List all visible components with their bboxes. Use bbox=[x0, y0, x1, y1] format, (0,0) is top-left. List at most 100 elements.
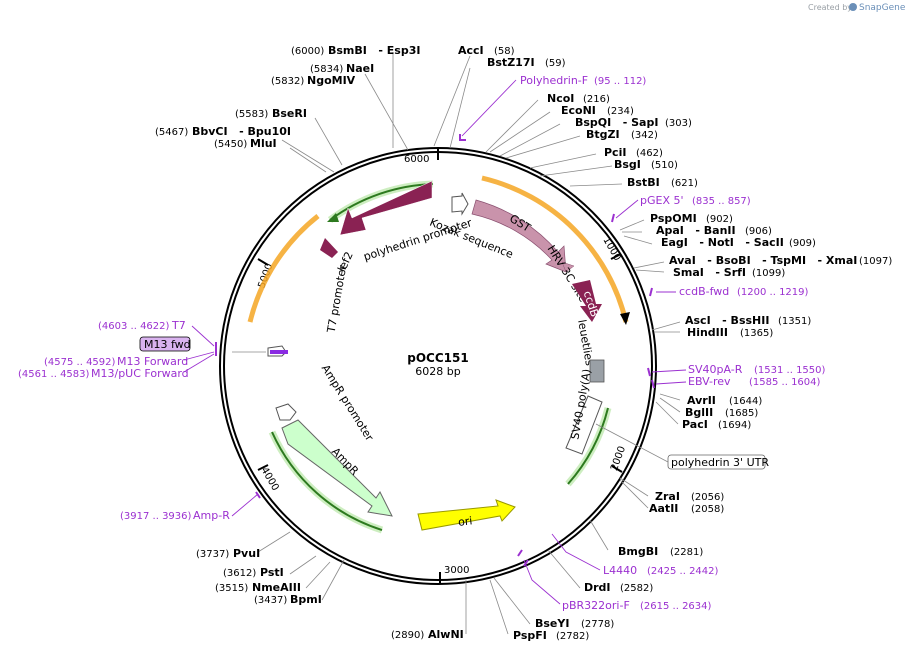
enzyme-name: NmeAIII bbox=[252, 581, 301, 594]
orange-band-arrow-head bbox=[620, 312, 630, 325]
enzyme-name: BsgI bbox=[614, 158, 641, 171]
enzyme-name: NaeI bbox=[346, 62, 374, 75]
enzyme-pos: (1685) bbox=[725, 408, 758, 419]
enzyme-name: BglII bbox=[685, 406, 713, 419]
enzyme-name: BseYI bbox=[535, 617, 569, 630]
tick-marks bbox=[257, 148, 623, 584]
tick-1000: 1000 bbox=[600, 235, 622, 263]
primer-marks bbox=[215, 134, 655, 567]
enzyme-pos: (5450) bbox=[214, 139, 247, 150]
enzyme-pos: (462) bbox=[636, 148, 663, 159]
ori-label: ori bbox=[457, 514, 473, 528]
enzyme-name: HindIII bbox=[687, 326, 728, 339]
hrv3c-marker bbox=[561, 261, 575, 273]
orf603-arrow bbox=[339, 180, 433, 236]
enzyme-name: BpmI bbox=[290, 593, 322, 606]
enzyme-pos: (59) bbox=[545, 58, 566, 69]
enzyme-name: BstBI bbox=[627, 176, 660, 189]
enzyme-name: AvrII bbox=[687, 394, 716, 407]
green-line-ampr bbox=[271, 431, 383, 531]
enzyme-name: BbvCI - Bpu10I bbox=[192, 125, 291, 138]
tick-6000: 6000 bbox=[404, 154, 429, 165]
primer-range: (4561 .. 4583) bbox=[18, 369, 90, 380]
enzyme-pos: (3737) bbox=[196, 549, 229, 560]
enzyme-pos: (2782) bbox=[556, 631, 589, 642]
enzyme-pos: (234) bbox=[607, 106, 634, 117]
enzyme-pos: (5467) bbox=[155, 127, 188, 138]
enzyme-pos: (3515) bbox=[215, 583, 248, 594]
enzyme-name: AccI bbox=[458, 44, 484, 57]
ampr-arrow bbox=[281, 419, 393, 517]
enzyme-name: PspOMI bbox=[650, 212, 697, 225]
sv40-block bbox=[589, 359, 605, 383]
ampr-promoter-arrow bbox=[275, 403, 297, 421]
primer-range: (1200 .. 1219) bbox=[737, 287, 809, 298]
primer-labels: Polyhedrin-F (95 .. 112) pGEX 5' (835 ..… bbox=[18, 74, 826, 612]
primer-name: ccdB-fwd bbox=[679, 285, 729, 298]
enzyme-pos: (5583) bbox=[235, 109, 268, 120]
enzyme-name: SmaI - SrfI bbox=[673, 266, 746, 279]
tick-3000: 3000 bbox=[444, 565, 469, 576]
enzyme-name: AscI - BssHII bbox=[685, 314, 769, 327]
enzyme-labels-left: (6000) BsmBI - Esp3I (5834) NaeI (5832) … bbox=[155, 44, 464, 641]
primer-name: pGEX 5' bbox=[640, 194, 684, 207]
polyhedrin-utr-label: polyhedrin 3' UTR bbox=[671, 456, 769, 469]
enzyme-pos: (5832) bbox=[271, 76, 304, 87]
enzyme-pos: (510) bbox=[651, 160, 678, 171]
m13-fwd-box bbox=[139, 336, 191, 352]
enzyme-name: NcoI bbox=[547, 92, 574, 105]
m13-fwd-feature bbox=[270, 350, 288, 354]
enzyme-pos: (5834) bbox=[310, 64, 343, 75]
enzyme-pos: (1097) bbox=[859, 256, 892, 267]
snapgene-logo-icon bbox=[849, 3, 857, 11]
ccdb-arrow bbox=[572, 280, 602, 322]
green-arrow-orf603 bbox=[327, 213, 339, 222]
primer-name: SV40pA-R bbox=[688, 363, 743, 376]
gst-arrow bbox=[471, 199, 567, 273]
polyhedrin-utr-connector bbox=[595, 423, 669, 463]
enzyme-pos: (2582) bbox=[620, 583, 653, 594]
enzyme-pos: (2778) bbox=[581, 619, 614, 630]
primer-range: (95 .. 112) bbox=[594, 76, 646, 87]
enzyme-pos: (1365) bbox=[740, 328, 773, 339]
plasmid-name: pOCC151 bbox=[407, 351, 468, 365]
enzyme-name: AatII bbox=[649, 502, 678, 515]
enzyme-name: AlwNI bbox=[428, 628, 464, 641]
primer-connector-lines bbox=[183, 79, 687, 605]
plasmid-size: 6028 bp bbox=[415, 365, 460, 378]
enzyme-pos: (2058) bbox=[691, 504, 724, 515]
enzyme-pos: (216) bbox=[583, 94, 610, 105]
primer-name: EBV-rev bbox=[688, 375, 731, 388]
green-line-orf603 bbox=[329, 183, 434, 221]
green-band-ampr bbox=[268, 430, 384, 534]
enzyme-connector-lines bbox=[257, 52, 681, 635]
primer-range: (835 .. 857) bbox=[692, 196, 751, 207]
enzyme-pos: (2281) bbox=[670, 547, 703, 558]
enzyme-name: NgoMIV bbox=[307, 74, 356, 87]
primer-range: (3917 .. 3936) bbox=[120, 511, 192, 522]
enzyme-name: BsmBI - Esp3I bbox=[328, 44, 420, 57]
primer-range: (2615 .. 2634) bbox=[640, 601, 712, 612]
lef2-arrow bbox=[315, 238, 338, 262]
enzyme-name: ZraI bbox=[655, 490, 680, 503]
enzyme-pos: (3437) bbox=[254, 595, 287, 606]
enzyme-pos: (2890) bbox=[391, 630, 424, 641]
primer-range: (1531 .. 1550) bbox=[754, 365, 826, 376]
enzyme-name: PvuI bbox=[233, 547, 260, 560]
enzyme-name: BspQI - SapI bbox=[575, 116, 658, 129]
enzyme-labels-right: AccI (58) BstZ17I (59) NcoI (216) EcoNI … bbox=[458, 44, 892, 642]
enzyme-pos: (1644) bbox=[729, 396, 762, 407]
orange-band-left-region bbox=[247, 214, 320, 323]
enzyme-pos: (1351) bbox=[778, 316, 811, 327]
enzyme-pos: (1099) bbox=[752, 268, 785, 279]
enzyme-pos: (902) bbox=[706, 214, 733, 225]
primer-range: (2425 .. 2442) bbox=[647, 566, 719, 577]
m13-fwd-label: M13 fwd bbox=[144, 338, 191, 351]
t7-promoter-label: T7 promoter bbox=[324, 264, 349, 335]
watermark-brand: SnapGene bbox=[859, 3, 906, 13]
primer-range: (4603 .. 4622) bbox=[98, 321, 170, 332]
enzyme-name: PacI bbox=[682, 418, 708, 431]
enzyme-name: ApaI - BanII bbox=[656, 224, 736, 237]
enzyme-pos: (6000) bbox=[291, 46, 324, 57]
